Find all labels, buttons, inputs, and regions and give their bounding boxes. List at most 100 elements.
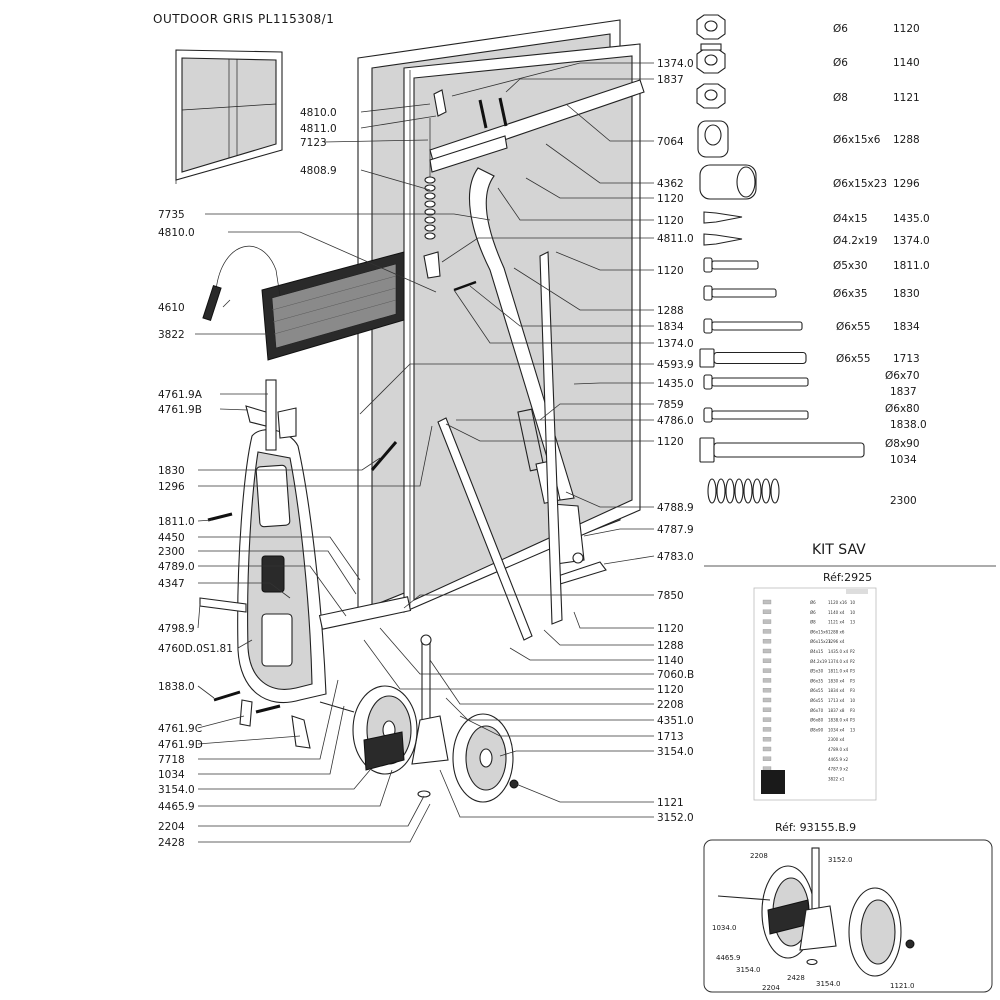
callout-left-7123: 7123 — [300, 137, 327, 149]
kit-row-ref: 1830 x4 — [828, 678, 845, 683]
hardware-ref: 1288 — [893, 134, 920, 146]
lock-nut-icon — [696, 43, 726, 74]
callout-left-4808-9: 4808.9 — [300, 165, 337, 177]
net-cable-4610 — [202, 245, 281, 322]
wheel-3154-left — [352, 685, 418, 775]
callout-left-4761-9A: 4761.9A — [158, 389, 203, 401]
leader-lines-right — [359, 62, 655, 818]
callout-left-3822: 3822 — [158, 329, 185, 341]
screw-icon — [703, 318, 803, 334]
spacer-icon — [697, 120, 729, 158]
callout-right-1837: 1837 — [657, 74, 684, 86]
callout-left-1830: 1830 — [158, 465, 185, 477]
kit-row-code: 10 — [850, 698, 856, 703]
kit-row-ref: 3822 x1 — [828, 776, 845, 781]
subassembly-label: 3152.0 — [828, 856, 853, 864]
subassembly-label: 1121.0 — [890, 982, 915, 990]
hardware-ref: 1120 — [893, 23, 920, 35]
callout-right-1120: 1120 — [657, 215, 684, 227]
hardware-ref: 2300 — [890, 495, 917, 507]
hardware-size: Ø6x15x6 — [833, 134, 881, 146]
bolt-icon — [703, 407, 809, 423]
leader-lines-left — [195, 103, 491, 843]
callout-left-4810-0: 4810.0 — [300, 107, 337, 119]
kit-row-ref: 1121 x4 — [828, 620, 845, 625]
kit-row-code: P3 — [850, 669, 855, 674]
kit-row-code: P2 — [850, 659, 855, 664]
callout-left-4761-9D: 4761.9D — [158, 739, 203, 751]
subassembly-label: 4465.9 — [716, 954, 741, 962]
subassembly-label: 2204 — [762, 984, 780, 992]
kit-ref: Réf:2925 — [823, 571, 872, 584]
callout-right-4362: 4362 — [657, 178, 684, 190]
hardware-ref: 1811.0 — [893, 260, 930, 272]
kit-row-size: Ø6x80 — [810, 718, 824, 723]
callout-right-1120: 1120 — [657, 265, 684, 277]
callout-right-1120: 1120 — [657, 193, 684, 205]
net-3822 — [261, 251, 405, 361]
subassembly-label: 3154.0 — [816, 980, 841, 988]
callout-left-7718: 7718 — [158, 754, 185, 766]
callout-right-1435-0: 1435.0 — [657, 378, 694, 390]
kit-row-size: Ø6x55 — [810, 698, 824, 703]
kit-row-size: Ø6x70 — [810, 708, 824, 713]
hardware-size: Ø8x90 — [885, 438, 920, 450]
kit-row-code: 13 — [850, 727, 856, 732]
callout-right-1140: 1140 — [657, 655, 684, 667]
leg-brace — [437, 251, 563, 641]
callout-right-1288: 1288 — [657, 305, 684, 317]
kit-row-code: P2 — [850, 649, 855, 654]
kit-row-ref: 1296 x4 — [828, 639, 845, 644]
kit-row-ref: 1811.0 x4 — [828, 669, 849, 674]
callout-right-1374-0: 1374.0 — [657, 338, 694, 350]
wheel-3154-right — [452, 713, 519, 803]
hardware-ref: 1140 — [893, 57, 920, 69]
callout-left-4761-9C: 4761.9C — [158, 723, 202, 735]
kit-row-ref: 4787.9 x2 — [828, 767, 849, 772]
callout-right-4786-0: 4786.0 — [657, 415, 694, 427]
kit-row-code: 10 — [850, 600, 856, 605]
long-spacer-icon — [699, 164, 757, 200]
kit-row-size: Ø6x55 — [810, 688, 824, 693]
callout-left-4789-0: 4789.0 — [158, 561, 195, 573]
callout-right-1120: 1120 — [657, 623, 684, 635]
callout-right-1288: 1288 — [657, 640, 684, 652]
hardware-ref: 1121 — [893, 92, 920, 104]
hardware-ref: 1837 — [890, 386, 917, 398]
callout-right-3152-0: 3152.0 — [657, 812, 694, 824]
wood-screw-icon — [703, 233, 743, 246]
kit-row-size: Ø8x90 — [810, 727, 824, 732]
hardware-size: Ø6x70 — [885, 370, 920, 382]
kit-row-code: P3 — [850, 708, 855, 713]
wood-screw-icon — [703, 211, 743, 224]
kit-row-code: P3 — [850, 718, 855, 723]
kit-row-ref: 1838.0 x4 — [828, 718, 849, 723]
hardware-ref: 1838.0 — [890, 419, 927, 431]
callout-labels-right: 1374.0183770644362112011204811.011201288… — [657, 58, 694, 824]
crossbar-7064 — [429, 79, 645, 173]
subassembly-label: 3154.0 — [736, 966, 761, 974]
callout-left-1296: 1296 — [158, 481, 185, 493]
callout-right-7060-B: 7060.B — [657, 669, 694, 681]
callout-left-4760D-0S1-81: 4760D.0S1.81 — [158, 643, 233, 655]
callout-right-1374-0: 1374.0 — [657, 58, 694, 70]
hardware-size: Ø6x35 — [833, 288, 868, 300]
hardware-ref: 1374.0 — [893, 235, 930, 247]
screw-icon — [703, 285, 777, 301]
kit-row-ref: 1374.0 x4 — [828, 659, 849, 664]
subassembly-label: 2428 — [787, 974, 805, 982]
kit-row-ref: 1713 x4 — [828, 698, 845, 703]
callout-left-4610: 4610 — [158, 302, 185, 314]
callout-right-1834: 1834 — [657, 321, 684, 333]
callout-left-4347: 4347 — [158, 578, 185, 590]
hardware-size: Ø6x15x23 — [833, 178, 887, 190]
callout-right-7859: 7859 — [657, 399, 684, 411]
hardware-size: Ø4x15 — [833, 213, 868, 225]
hex-bolt-icon — [699, 348, 807, 368]
callout-left-4761-9B: 4761.9B — [158, 404, 202, 416]
callout-right-1120: 1120 — [657, 436, 684, 448]
upright-4761-9A — [245, 379, 297, 451]
kit-row-size: Ø6x35 — [810, 678, 824, 683]
kit-row-ref: 1834 x4 — [828, 688, 845, 693]
